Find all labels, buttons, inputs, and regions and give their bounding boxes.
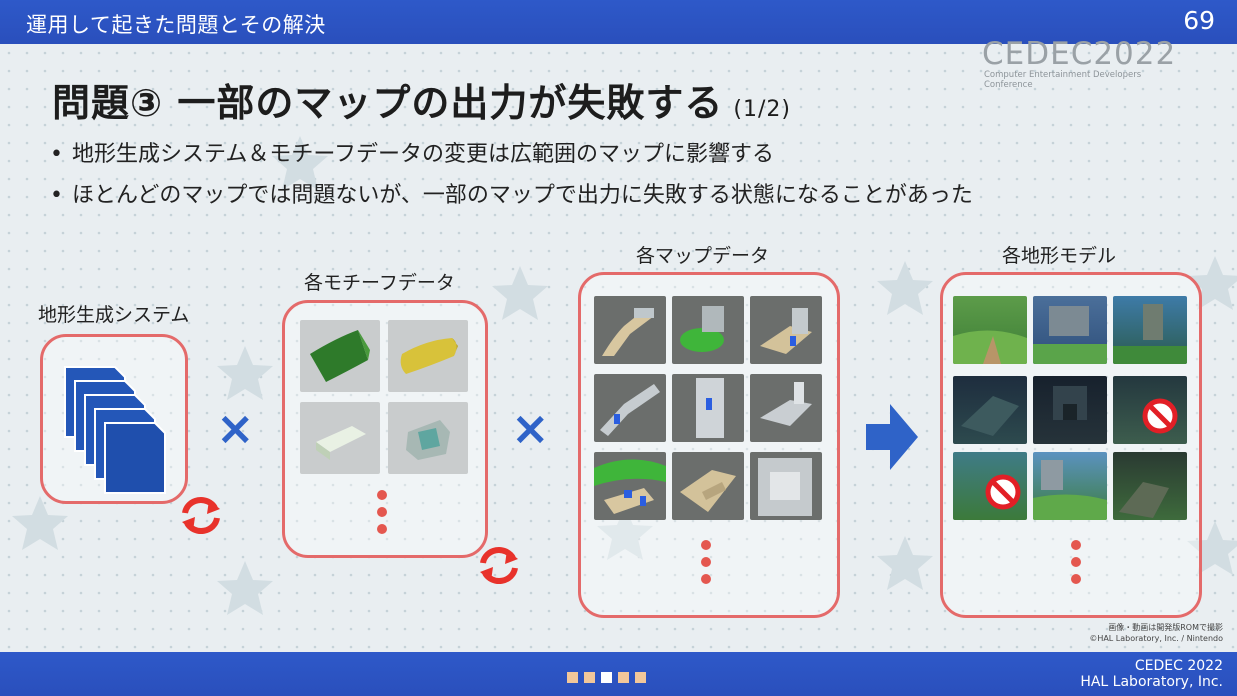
green-slope-mesh-icon [310, 330, 370, 382]
motif-thumbnail [388, 402, 468, 474]
capture-note: 画像・動画は開発版ROMで撮影 [1108, 623, 1223, 632]
model-thumbnail [953, 376, 1027, 444]
map-thumbnail [750, 296, 822, 364]
terrain-scene-icon [1113, 304, 1187, 364]
map-mesh-icon [680, 306, 724, 352]
progress-square [618, 672, 629, 683]
motif-thumbnail [300, 320, 380, 392]
map-thumbnail [672, 374, 744, 442]
map-grid [594, 296, 824, 520]
terrain-scene-icon [1119, 482, 1169, 518]
terrain-scene-icon [1033, 460, 1107, 520]
model-thumbnail [1033, 296, 1107, 364]
multiply-sign: × [511, 401, 550, 455]
bullet-text: ほとんどのマップでは問題ないが、一部のマップで出力に失敗する状態になることがあっ… [72, 183, 973, 208]
progress-square [584, 672, 595, 683]
more-items-dots [377, 490, 387, 541]
motif-thumbnail [300, 402, 380, 474]
more-items-dots [701, 540, 711, 591]
terrain-scene-icon [1033, 306, 1107, 364]
refresh-icon [182, 497, 220, 534]
terrain-scene-icon [1053, 386, 1087, 420]
model-thumbnail [953, 452, 1027, 520]
footer-bar: CEDEC 2022 HAL Laboratory, Inc. [0, 652, 1237, 696]
progress-square-current [601, 672, 612, 683]
model-thumbnail [1033, 376, 1107, 444]
model-grid [953, 296, 1187, 520]
right-arrow-icon [866, 404, 918, 470]
map-thumbnail [594, 374, 666, 442]
section-title: 運用して起きた問題とその解決 [26, 13, 326, 37]
map-mesh-icon [696, 378, 724, 438]
map-mesh-icon [760, 308, 812, 354]
copyright-text: ©HAL Laboratory, Inc. / Nintendo [1089, 634, 1223, 643]
progress-square [567, 672, 578, 683]
map-mesh-icon [758, 458, 812, 516]
map-thumbnail [594, 296, 666, 364]
model-thumbnail [1033, 452, 1107, 520]
model-thumbnail [1113, 376, 1187, 444]
terrain-scene-icon [961, 396, 1019, 436]
bullet-list: • 地形生成システム＆モチーフデータの変更は広範囲のマップに影響する • ほとんどの… [50, 136, 973, 218]
company-name: HAL Laboratory, Inc. [1080, 674, 1223, 690]
map-thumbnail [672, 452, 744, 520]
slide-title: 問題③ 一部のマップの出力が失敗する (1/2) [52, 72, 791, 127]
slide-progress-indicator [567, 668, 652, 687]
bullet-text: 地形生成システム＆モチーフデータの変更は広範囲のマップに影響する [72, 142, 775, 167]
model-thumbnail [1113, 296, 1187, 364]
map-label: 各マップデータ [636, 245, 770, 267]
logo-main-text: CEDEC2022 [982, 36, 1177, 72]
map-mesh-icon [594, 459, 666, 514]
title-text: 問題③ 一部のマップの出力が失敗する [52, 81, 724, 125]
map-thumbnail [672, 296, 744, 364]
refresh-icon [480, 547, 518, 584]
credit-note: 画像・動画は開発版ROMで撮影 ©HAL Laboratory, Inc. / … [1089, 622, 1223, 644]
white-block-mesh-icon [316, 426, 366, 460]
motif-label: 各モチーフデータ [304, 272, 455, 294]
title-part: (1/2) [733, 97, 791, 122]
bullet-item: • ほとんどのマップでは問題ないが、一部のマップで出力に失敗する状態になることがあ… [50, 177, 973, 209]
rock-mesh-icon [406, 420, 450, 460]
map-mesh-icon [760, 382, 812, 426]
model-thumbnail [953, 296, 1027, 364]
model-label: 各地形モデル [1002, 245, 1117, 267]
bullet-symbol: • [50, 183, 63, 208]
map-mesh-icon [602, 308, 654, 356]
footer-credit: CEDEC 2022 HAL Laboratory, Inc. [1080, 658, 1223, 690]
map-thumbnail [594, 452, 666, 520]
system-box [40, 334, 188, 504]
bullet-item: • 地形生成システム＆モチーフデータの変更は広範囲のマップに影響する [50, 136, 973, 168]
prohibited-icon [985, 474, 1021, 510]
progress-square [635, 672, 646, 683]
map-mesh-icon [600, 384, 660, 436]
prohibited-icon [1142, 398, 1178, 434]
stacked-documents-icon [64, 366, 166, 494]
bullet-symbol: • [50, 142, 63, 167]
terrain-scene-icon [953, 330, 1027, 364]
map-thumbnail [750, 374, 822, 442]
map-thumbnail [750, 452, 822, 520]
multiply-sign: × [216, 401, 255, 455]
header-bar: 運用して起きた問題とその解決 69 [0, 0, 1237, 44]
cedec-logo: CEDEC2022 Computer Entertainment Develop… [982, 36, 1182, 90]
motif-thumbnail [388, 320, 468, 392]
system-label: 地形生成システム [38, 304, 190, 326]
model-thumbnail [1113, 452, 1187, 520]
page-number: 69 [1183, 6, 1215, 35]
map-mesh-icon [680, 470, 736, 512]
yellow-pipe-mesh-icon [400, 338, 458, 374]
event-name: CEDEC 2022 [1134, 658, 1223, 674]
more-items-dots [1071, 540, 1081, 591]
logo-sub-text: Computer Entertainment Developers Confer… [984, 70, 1142, 90]
